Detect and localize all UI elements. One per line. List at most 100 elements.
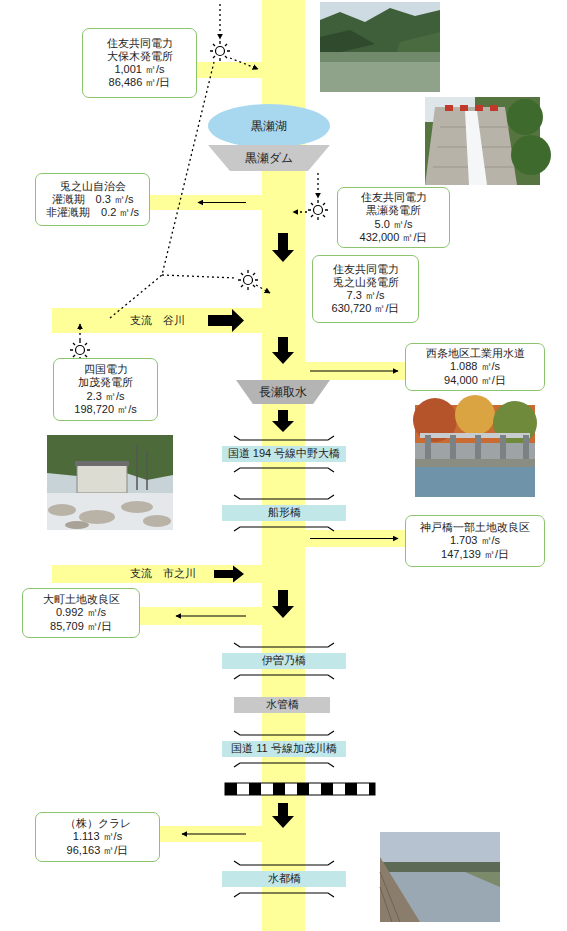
- dotted-arrow: [317, 173, 318, 198]
- photo-water: [320, 52, 440, 92]
- dam-photo: [425, 97, 551, 185]
- facility-text: （株）クラレ: [65, 817, 131, 830]
- bridge-mark: [234, 527, 334, 531]
- facility-text: 85,709 ㎥/日: [50, 620, 112, 633]
- power-station-symbol: [70, 340, 90, 360]
- facility-box: 四国電力加茂発電所2.3 ㎥/s198,720 ㎥/s: [53, 358, 158, 421]
- bridge-band: 国道 194 号線中野大橋: [222, 446, 346, 462]
- photo-dam-face: [425, 107, 517, 185]
- facility-box: 西条地区工業用水道1.088 ㎥/s94,000 ㎥/日: [405, 343, 545, 391]
- lake-photo: [320, 2, 440, 92]
- intake-arrow: [310, 370, 398, 371]
- flow-arrow: [272, 803, 294, 828]
- photo-tree: [511, 135, 551, 175]
- dam-name: 長瀬取水: [259, 385, 307, 399]
- facility-text: 大保木発電所: [107, 50, 173, 63]
- photo-trees: [380, 862, 500, 872]
- photo-poles: [137, 445, 147, 490]
- photo-tree: [507, 99, 543, 135]
- flow-arrows: [208, 233, 294, 828]
- photo-rock: [65, 521, 89, 529]
- bridge-band: 伊曽乃橋: [222, 653, 346, 669]
- bridge-mark: [234, 731, 334, 735]
- flow-arrow: [272, 233, 294, 262]
- photo-sky: [320, 2, 440, 92]
- intake-band: [140, 607, 264, 625]
- dam-name: 黒瀬ダム: [245, 151, 293, 165]
- photo-gate: [460, 105, 468, 111]
- photo-river: [47, 493, 173, 530]
- tributary-band: [52, 565, 264, 583]
- photo-rock: [121, 501, 153, 513]
- photo-rock: [143, 515, 171, 527]
- photo-water: [415, 459, 535, 497]
- bridge-mark: [234, 893, 334, 897]
- tributary-band: [52, 308, 264, 333]
- facility-text: 96,163 ㎥/日: [67, 844, 129, 857]
- bridge-name: 伊曽乃橋: [262, 654, 306, 667]
- photo-spillway: [465, 111, 487, 185]
- river-photo: [380, 832, 500, 922]
- facility-box: （株）クラレ1.113 ㎥/s96,163 ㎥/日: [35, 812, 160, 862]
- facility-text: 加茂発電所: [78, 376, 133, 389]
- photo-pier: [500, 435, 506, 461]
- station-photo: [47, 435, 173, 530]
- dam-fill: [236, 380, 330, 404]
- facility-text: 1.703 ㎥/s: [450, 534, 500, 547]
- photo-gate: [475, 105, 483, 111]
- tributary-name: 支流 市之川: [130, 567, 196, 580]
- intake-arrow: [182, 833, 246, 834]
- dotted-arrow: [293, 211, 307, 212]
- facility-box: 大町土地改良区0.992 ㎥/s85,709 ㎥/日: [22, 588, 140, 638]
- weir-photo: [413, 395, 537, 497]
- facility-text: 西条地区工業用水道: [426, 347, 525, 360]
- photo-pier: [450, 435, 456, 461]
- bridge-name: 国道 194 号線中野大橋: [228, 447, 340, 460]
- bridge-mark: [234, 643, 334, 647]
- photo-embankment: [380, 857, 420, 922]
- power-lines: [80, 4, 318, 340]
- facility-text: 2.3 ㎥/s: [87, 390, 125, 403]
- bridge-mark: [234, 436, 334, 440]
- photo-reflection: [415, 459, 535, 467]
- photo-tree: [493, 401, 537, 445]
- intake-band: [150, 195, 264, 210]
- bridge-name: 国道 11 号線加茂川橋: [231, 742, 337, 755]
- intake-arrow: [198, 202, 246, 203]
- dotted-arrow: [256, 285, 270, 293]
- facility-text: 非灌漑期 0.2 ㎥/s: [46, 206, 139, 219]
- bridge-band: 船形橋: [222, 505, 346, 521]
- dotted-arrow: [230, 58, 258, 69]
- lake-fill: [208, 104, 330, 148]
- photo-rock: [48, 504, 76, 516]
- facility-text: 630,720 ㎥/日: [332, 302, 400, 315]
- bridge-band: 国道 11 号線加茂川橋: [222, 741, 346, 757]
- tributary-name: 支流 谷川: [130, 314, 185, 327]
- bridge-mark: [234, 763, 334, 767]
- dotted-line: [162, 275, 237, 278]
- bridge-mark: [234, 675, 334, 679]
- tributary-band: 支流 市之川: [52, 565, 262, 583]
- facility-box: 住友共同電力大保木発電所1,001 ㎥/s86,486 ㎥/日: [82, 28, 197, 98]
- facility-text: 大町土地改良区: [43, 593, 120, 606]
- pipe-bridge-band: 水管橋: [234, 697, 330, 713]
- lake-ellipse: 黒瀬湖: [208, 104, 330, 148]
- facility-box: 神戸橋一部土地改良区1.703 ㎥/s147,139 ㎥/日: [405, 515, 545, 567]
- photo-sky: [380, 832, 500, 922]
- facility-text: 198,720 ㎥/s: [74, 403, 136, 416]
- bridge-mark: [234, 495, 334, 499]
- photo-gate: [445, 105, 453, 111]
- facility-text: 86,486 ㎥/日: [109, 76, 171, 89]
- dotted-arrow: [219, 4, 220, 39]
- photo-pier: [475, 435, 481, 461]
- flow-arrow: [272, 410, 294, 432]
- flow-arrow: [272, 337, 294, 364]
- facility-text: 147,139 ㎥/日: [441, 548, 509, 561]
- facility-text: 住友共同電力: [361, 191, 427, 204]
- power-station-symbol: [210, 41, 230, 61]
- facility-text: 神戸橋一部土地改良区: [420, 521, 530, 534]
- facility-text: 7.3 ㎥/s: [347, 289, 385, 302]
- river-water: [52, 0, 405, 931]
- photo-roof: [75, 461, 129, 466]
